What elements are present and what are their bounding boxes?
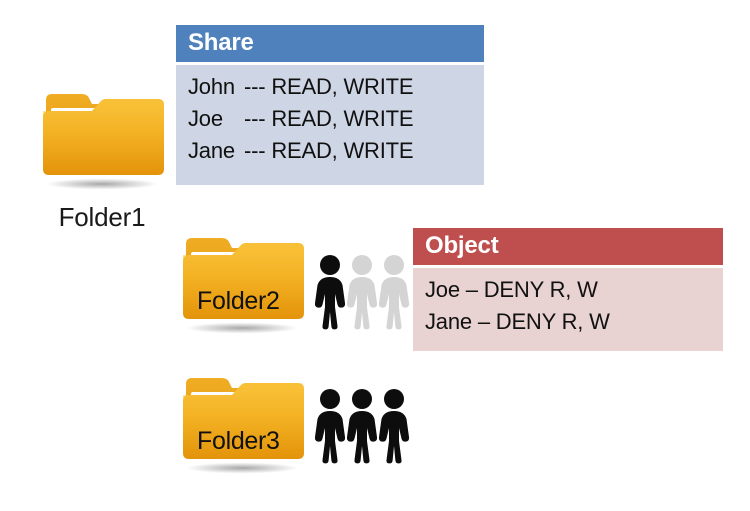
share-table-body: John --- READ, WRITE Joe --- READ, WRITE J… [176, 65, 484, 185]
object-table-body: Joe – DENY R, W Jane – DENY R, W [413, 268, 723, 351]
share-table-header: Share [176, 25, 484, 62]
object-table-header: Object [413, 228, 723, 265]
share-row-sep: --- [244, 105, 266, 131]
share-row-sep: --- [244, 137, 266, 163]
person-icon-denied [378, 255, 410, 330]
share-row-perms: READ, WRITE [271, 137, 414, 163]
folder-icon-folder2[interactable]: Folder2 [180, 228, 304, 334]
table-row: Jane – DENY R, W [425, 308, 610, 334]
person-icon-allowed [346, 389, 378, 464]
people-group-folder2 [314, 254, 410, 330]
folder-graphic [43, 94, 164, 190]
table-row: Joe – DENY R, W [425, 277, 598, 302]
person-icon-allowed [314, 389, 346, 464]
table-row: Joe --- READ, WRITE [188, 103, 472, 135]
folder-label-folder1: Folder1 [58, 202, 146, 232]
folder-label-folder2: Folder2 [197, 287, 280, 315]
table-row: John --- READ, WRITE [188, 71, 472, 103]
folder-icon-folder3[interactable]: Folder3 [180, 368, 304, 474]
share-row-who: Joe [188, 105, 223, 131]
table-row: Jane --- READ, WRITE [188, 135, 472, 167]
object-permissions-table: Object Joe – DENY R, W Jane – DENY R, W [413, 228, 723, 351]
folder-label-folder3: Folder3 [197, 427, 280, 455]
person-icon-allowed [314, 255, 346, 330]
share-row-perms: READ, WRITE [271, 74, 414, 99]
people-group-folder3 [314, 388, 410, 464]
folder-graphic [183, 238, 304, 334]
share-row-perms: READ, WRITE [271, 105, 414, 131]
person-icon-denied [346, 255, 378, 330]
folder-graphic [183, 378, 304, 474]
share-row-sep: --- [244, 74, 266, 99]
person-icon-allowed [378, 389, 410, 464]
share-permissions-table: Share John --- READ, WRITE Joe --- READ, W… [176, 25, 484, 185]
share-row-who: John [188, 74, 235, 99]
share-row-who: Jane [188, 137, 235, 163]
folder-icon-folder1[interactable]: Folder1 [40, 84, 164, 232]
